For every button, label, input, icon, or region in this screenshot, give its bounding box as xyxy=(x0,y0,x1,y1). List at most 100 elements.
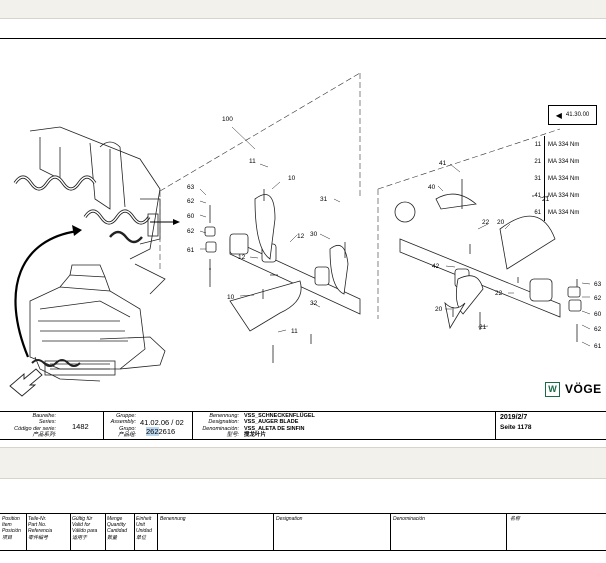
callout-62: 62 xyxy=(187,228,195,235)
group-label: Assembly: xyxy=(110,419,136,426)
callout-30: 30 xyxy=(310,231,318,238)
designation-label: 型号: xyxy=(226,432,239,439)
callout-63: 63 xyxy=(594,281,602,288)
col-separator xyxy=(273,514,274,550)
callout-62: 62 xyxy=(594,326,602,333)
title-divider xyxy=(192,412,193,440)
page-number: Seite 1178 xyxy=(500,424,532,431)
view-arrow-icon xyxy=(9,368,43,397)
group-label: Gruppe: xyxy=(116,413,136,419)
col-text: Part No. xyxy=(28,522,47,529)
torque-row-value: MA 334 Nm xyxy=(548,192,580,199)
callout-10: 10 xyxy=(227,294,235,301)
group-label: Grupo: xyxy=(119,425,136,432)
group-value: 41.02.06 / 02 xyxy=(140,418,184,427)
torque-row: 61 MA 334 Nm xyxy=(527,204,595,221)
col-valid-for: Gültig für Valid for Válido para 适用于 xyxy=(72,516,97,541)
callout-11: 11 xyxy=(249,158,256,165)
col-text: 单位 xyxy=(136,534,147,541)
detail-pointer-arrow xyxy=(14,229,79,358)
col-text: Unidad xyxy=(136,528,152,535)
torque-header-code: 41.30.00 xyxy=(565,112,590,118)
col-text: Quantity xyxy=(107,522,126,529)
col-benennung: Benennung xyxy=(160,516,186,522)
callout-11: 11 xyxy=(291,328,298,335)
series-label: Baureihe: xyxy=(32,413,56,419)
callout-61: 61 xyxy=(187,247,195,254)
drawing-sheet: 100 11 10 63 62 60 62 61 31 12 30 12 10 … xyxy=(0,38,606,440)
torque-row-value: MA 334 Nm xyxy=(548,209,580,216)
callout-22: 22 xyxy=(482,219,490,226)
series-label: Código der serie: xyxy=(14,425,56,432)
torque-row-num: 61 xyxy=(527,204,545,221)
callout-20: 20 xyxy=(435,306,443,313)
callout-21: 21 xyxy=(542,196,550,203)
col-separator xyxy=(506,514,507,550)
torque-row-num: 11 xyxy=(527,136,545,153)
col-designation: Designation xyxy=(276,516,303,522)
col-text: Gültig für xyxy=(72,516,93,522)
torque-row: 41 MA 334 Nm xyxy=(527,187,595,204)
assembly-dashed-frame xyxy=(159,72,561,319)
callout-60: 60 xyxy=(594,311,602,318)
callout-41: 41 xyxy=(439,160,447,167)
col-separator xyxy=(157,514,158,550)
right-shaft-assembly xyxy=(394,179,582,342)
group-labels: Gruppe: Assembly: Grupo: 产品组: xyxy=(104,413,136,439)
col-text: 零件编号 xyxy=(28,534,49,541)
series-labels: Baureihe: Series: Código der serie: 产品系列… xyxy=(0,413,56,439)
left-shaft-assembly xyxy=(204,189,361,363)
col-text: Unit xyxy=(136,522,145,529)
group-code-rest: 2616 xyxy=(158,427,176,436)
vogele-logo-icon: W xyxy=(545,381,560,397)
series-value: 1482 xyxy=(72,422,89,431)
designation-values: VSS_SCHNECKENFLÜGEL VSS_AUGER BLADE VSS_… xyxy=(244,413,315,439)
torque-row-value: MA 334 Nm xyxy=(548,141,580,148)
torque-row: 31 MA 334 Nm xyxy=(527,170,595,187)
callout-21: 21 xyxy=(479,324,487,331)
col-name-cn: 名称 xyxy=(510,516,521,522)
group-code: 2622616 xyxy=(146,427,175,436)
col-text: Menge xyxy=(107,516,123,522)
callout-62: 62 xyxy=(594,295,602,302)
col-part-no: Teile-Nr. Part No. Referencia 零件编号 xyxy=(28,516,52,541)
col-separator xyxy=(70,514,71,550)
callout-labels: 100 11 10 63 62 60 62 61 31 12 30 12 10 … xyxy=(187,116,602,350)
series-label: 产品系列: xyxy=(32,432,56,439)
designation-label: Benennung: xyxy=(209,413,239,419)
col-text: Teile-Nr. xyxy=(28,516,47,522)
callout-12: 12 xyxy=(238,254,246,261)
col-position: Position Item Posición 项目 xyxy=(2,516,21,541)
col-quantity: Menge Quantity Cantidad 数量 xyxy=(107,516,127,541)
col-text: Posición xyxy=(2,528,21,535)
parts-list-header: Position Item Posición 项目 Teile-Nr. Part… xyxy=(0,513,606,551)
title-divider xyxy=(103,412,104,440)
torque-row-num: 31 xyxy=(527,170,545,187)
col-text: Position xyxy=(2,516,20,522)
paver-machine-illustration xyxy=(29,264,166,382)
designation-value: 搅龙叶片 xyxy=(244,432,267,439)
group-label: 产品组: xyxy=(117,432,136,439)
group-code-highlight: 262 xyxy=(146,427,159,436)
designation-label: Denominación: xyxy=(202,425,239,432)
doc-date: 2019/2/7 xyxy=(500,414,528,421)
brand-logo: W VÖGE xyxy=(545,380,606,398)
col-text: Einheit xyxy=(136,516,152,522)
col-text: Referencia xyxy=(28,528,53,535)
torque-row-value: MA 334 Nm xyxy=(548,158,580,165)
torque-row-value: MA 334 Nm xyxy=(548,175,580,182)
col-text: Cantidad xyxy=(107,528,128,535)
col-separator xyxy=(105,514,106,550)
brand-name: VÖGE xyxy=(565,382,602,396)
col-text: Item xyxy=(2,522,12,529)
page-gap-band xyxy=(0,447,606,479)
top-toolbar-band xyxy=(0,0,606,19)
exploded-parts-drawing: 100 11 10 63 62 60 62 61 31 12 30 12 10 … xyxy=(9,72,602,397)
callout-12: 12 xyxy=(297,233,305,240)
col-text: 适用于 xyxy=(72,534,88,541)
col-text: 项目 xyxy=(2,534,13,541)
designation-value: VSS_ALETA DE SINFIN xyxy=(244,425,305,432)
torque-row: 11 MA 334 Nm xyxy=(527,136,595,153)
callout-63: 63 xyxy=(187,184,195,191)
title-block: Baureihe: Series: Código der serie: 产品系列… xyxy=(0,411,606,440)
